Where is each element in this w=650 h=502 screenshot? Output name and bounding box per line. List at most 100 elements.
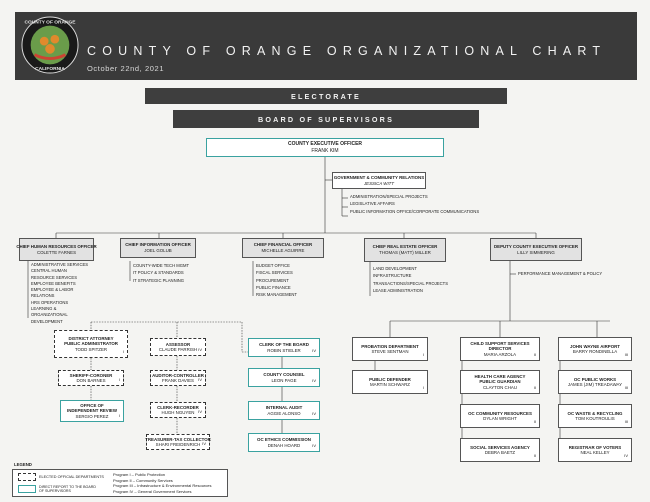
officer-title: CHIEF INFORMATION OFFICER (125, 242, 191, 248)
legend-programs-list: Program I – Public Protection Program II… (113, 472, 211, 494)
finance-function-item: RISK MANAGEMENT (256, 292, 297, 298)
program-number: IV (198, 377, 202, 382)
chief-real-estate-officer-box[interactable]: CHIEF REAL ESTATE OFFICER THOMAS (MATT) … (364, 238, 446, 262)
legend-program-item: Program I – Public Protection (113, 472, 166, 477)
program-number: II (533, 352, 536, 357)
dept-title: CHILD SUPPORT SERVICES DIRECTOR (470, 340, 530, 352)
dept-head: CLAYTON CHAU (483, 384, 517, 390)
county-seal-icon: COUNTY OF ORANGE CALIFORNIA (21, 16, 79, 74)
registrar-of-voters-box[interactable]: REGISTRAR OF VOTERS NEAL KELLEY IV (558, 438, 632, 462)
dept-head: JAMES (JIM) TREADAWAY (567, 382, 623, 387)
social-services-agency-box[interactable]: SOCIAL SERVICES AGENCY DEBRA BAETZ II (460, 438, 540, 462)
county-counsel-box[interactable]: COUNTY COUNSEL LEON PAGE IV (248, 368, 320, 387)
dept-title: COUNTY COUNSEL (263, 372, 305, 377)
dept-head: SERGIO PEREZ (75, 413, 109, 419)
dept-head: LEON PAGE (271, 377, 297, 383)
real-estate-function-item: TRANSACTIONS/SPECIAL PROJECTS (373, 280, 449, 286)
oc-waste-recycling-box[interactable]: OC WASTE & RECYCLING TOM KOUTROULIS III (558, 404, 632, 428)
district-attorney-box[interactable]: DISTRICT ATTORNEY PUBLIC ADMINISTRATOR T… (54, 330, 128, 358)
probation-department-box[interactable]: PROBATION DEPARTMENT STEVE SENTMAN I (352, 337, 428, 361)
dept-title: PUBLIC DEFENDER (369, 376, 411, 382)
program-number: I (118, 413, 120, 418)
real-estate-functions-list: LAND DEVELOPMENT INFRASTRUCTURE TRANSACT… (373, 265, 448, 294)
dept-head: AGGIE ALONSO (267, 410, 301, 416)
clerk-recorder-box[interactable]: CLERK-RECORDER HUGH NGUYEN IV (150, 402, 206, 418)
clerk-of-the-board-box[interactable]: CLERK OF THE BOARD ROBIN STIELER IV (248, 338, 320, 357)
program-number: I (422, 385, 424, 390)
deputy-ceo-functions-list: PERFORMANCE MANAGEMENT & POLICY (518, 270, 602, 277)
assessor-box[interactable]: ASSESSOR CLAUDE PARRISH IV (150, 338, 206, 356)
legend-direct-swatch (18, 485, 36, 493)
legend-program-item: Program II – Community Services (113, 477, 173, 483)
auditor-controller-box[interactable]: AUDITOR-CONTROLLER FRANK DAVIES IV (150, 370, 206, 386)
sheriff-coroner-box[interactable]: SHERIFF-CORONER DON BARNES I (58, 370, 124, 386)
hr-function-item: CENTRAL HUMAN RESOURCE SERVICES (31, 268, 77, 280)
dept-title: CLERK OF THE BOARD (259, 342, 309, 347)
program-number: IV (624, 453, 628, 458)
program-number: IV (312, 378, 316, 383)
dept-head: ROBIN STIELER (267, 347, 301, 353)
gov-relations-box[interactable]: GOVERNMENT & COMMUNITY RELATIONS JESSICA… (332, 172, 426, 189)
dept-title: JOHN WAYNE AIRPORT (570, 343, 620, 349)
treasurer-tax-collector-box[interactable]: TREASURER-TAX COLLECTOR SHARI FREIDENRIC… (145, 434, 211, 450)
dept-title: PROBATION DEPARTMENT (361, 343, 419, 349)
health-care-agency-box[interactable]: HEALTH CARE AGENCY PUBLIC GUARDIAN CLAYT… (460, 370, 540, 394)
dept-title: ASSESSOR (165, 341, 191, 347)
legend-title: LEGEND (14, 462, 32, 467)
child-support-services-box[interactable]: CHILD SUPPORT SERVICES DIRECTOR MARIA AR… (460, 337, 540, 361)
office-of-independent-review-box[interactable]: OFFICE OF INDEPENDENT REVIEW SERGIO PERE… (60, 400, 124, 422)
it-function-item: IT STRATEGIC PLANNING (133, 277, 185, 283)
dept-title: CLERK-RECORDER (157, 404, 199, 410)
chart-date: October 22nd, 2021 (87, 64, 165, 73)
public-defender-box[interactable]: PUBLIC DEFENDER MARTIN SCHWARZ I (352, 370, 428, 394)
dept-head: DON BARNES (76, 378, 106, 383)
program-number: I (122, 349, 124, 354)
dept-head: FRANK DAVIES (162, 378, 194, 383)
ceo-name: FRANK KIM (311, 147, 339, 154)
legend-program-item: Program III – Infrastructure & Environme… (113, 483, 212, 489)
oc-public-works-box[interactable]: OC PUBLIC WORKS JAMES (JIM) TREADAWAY II… (558, 370, 632, 394)
dept-title: OFFICE OF INDEPENDENT REVIEW (67, 402, 118, 414)
program-number: III (624, 352, 628, 357)
hr-function-item: HRS OPERATIONS (31, 299, 69, 305)
hr-function-item: EMPLOYEE BENEFITS (31, 280, 76, 286)
electorate-bar: ELECTORATE (145, 88, 507, 104)
finance-function-item: PROCUREMENT (256, 277, 289, 283)
chief-hr-officer-box[interactable]: CHIEF HUMAN RESOURCES OFFICER COLETTE FA… (16, 238, 97, 261)
officer-title: DEPUTY COUNTY EXECUTIVE OFFICER (493, 243, 578, 249)
dept-title: SOCIAL SERVICES AGENCY (470, 444, 530, 450)
dept-title: OC COMMUNITY RESOURCES (468, 410, 532, 416)
oc-community-resources-box[interactable]: OC COMMUNITY RESOURCES DYLAN WRIGHT II (460, 404, 540, 428)
john-wayne-airport-box[interactable]: JOHN WAYNE AIRPORT BARRY RONDINELLA III (558, 337, 632, 361)
program-number: II (533, 453, 536, 458)
officer-title: CHIEF REAL ESTATE OFFICER (372, 244, 438, 250)
gov-relations-name: JESSICA WITT (363, 180, 395, 186)
chief-information-officer-box[interactable]: CHIEF INFORMATION OFFICER JOEL GOLUB (120, 238, 196, 258)
program-number: I (118, 377, 120, 382)
internal-audit-box[interactable]: INTERNAL AUDIT AGGIE ALONSO IV (248, 401, 320, 420)
dept-title: INTERNAL AUDIT (265, 405, 303, 410)
legend-elected-label: ELECTED OFFICIAL DEPARTMENTS (39, 475, 104, 479)
it-function-item: COUNTY-WIDE TECH MGMT (133, 263, 190, 268)
page-title: COUNTY OF ORANGE ORGANIZATIONAL CHART (87, 44, 607, 58)
oc-ethics-commission-box[interactable]: OC ETHICS COMMISSION DENAH HOARD IV (248, 433, 320, 452)
officer-name: JOEL GOLUB (144, 248, 172, 253)
dept-head: SHARI FREIDENRICH (155, 442, 201, 447)
dept-title: OC WASTE & RECYCLING (567, 410, 623, 416)
dept-head: DYLAN WRIGHT (483, 416, 517, 421)
program-number: IV (202, 441, 206, 446)
it-function-item: IT POLICY & STANDARDS (133, 270, 184, 276)
chart-header: COUNTY OF ORANGE CALIFORNIA COUNTY OF OR… (15, 12, 637, 80)
dept-title: OC ETHICS COMMISSION (257, 437, 311, 442)
officer-title: CHIEF FINANCIAL OFFICER (253, 242, 313, 248)
dept-title: REGISTRAR OF VOTERS (568, 444, 622, 450)
dept-head: CLAUDE PARRISH (158, 347, 198, 352)
deputy-ceo-box[interactable]: DEPUTY COUNTY EXECUTIVE OFFICER LILLY SI… (490, 238, 582, 261)
dept-title: AUDITOR-CONTROLLER (152, 372, 204, 378)
chief-financial-officer-box[interactable]: CHIEF FINANCIAL OFFICER MICHELLE AGUIRRE (242, 238, 324, 258)
program-number: II (533, 419, 536, 424)
legend-program-item: Program IV – General Government Services (113, 488, 192, 494)
ceo-box[interactable]: COUNTY EXECUTIVE OFFICER FRANK KIM (206, 138, 444, 157)
hr-functions-list: ADMINISTRATIVE SERVICES CENTRAL HUMAN RE… (31, 262, 91, 325)
dept-head: MARTIN SCHWARZ (369, 382, 410, 387)
